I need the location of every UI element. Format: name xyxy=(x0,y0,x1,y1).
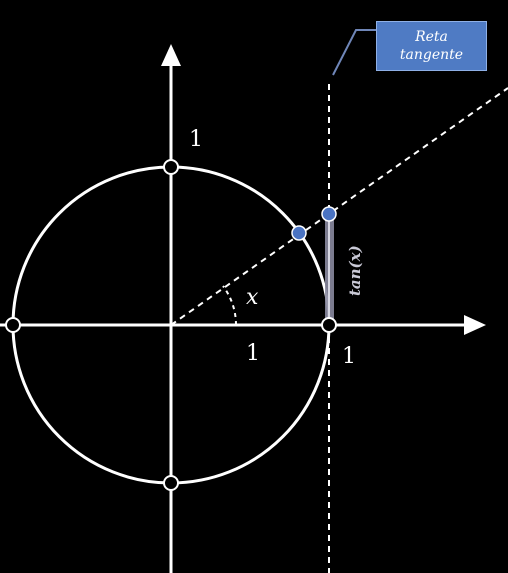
tan-label: tan(x) xyxy=(346,245,364,296)
callout-box: Reta tangente xyxy=(376,21,487,71)
x-unit-segment-label: 1 xyxy=(246,341,260,366)
callout-text: Reta tangente xyxy=(399,29,464,63)
point-right xyxy=(321,317,337,333)
point-left xyxy=(5,317,21,333)
point-on-circle xyxy=(291,225,307,241)
y-axis-arrow-icon xyxy=(161,44,181,66)
x-axis-arrow-icon xyxy=(464,315,486,335)
y-unit-label: 1 xyxy=(189,127,203,152)
point-tangent xyxy=(321,206,337,222)
point-top xyxy=(163,159,179,175)
callout-leader xyxy=(332,29,376,76)
angle-ray xyxy=(170,87,508,326)
angle-arc xyxy=(222,285,237,326)
point-bottom xyxy=(163,475,179,491)
angle-label: x xyxy=(246,285,259,310)
x-unit-axis-label: 1 xyxy=(342,344,356,369)
